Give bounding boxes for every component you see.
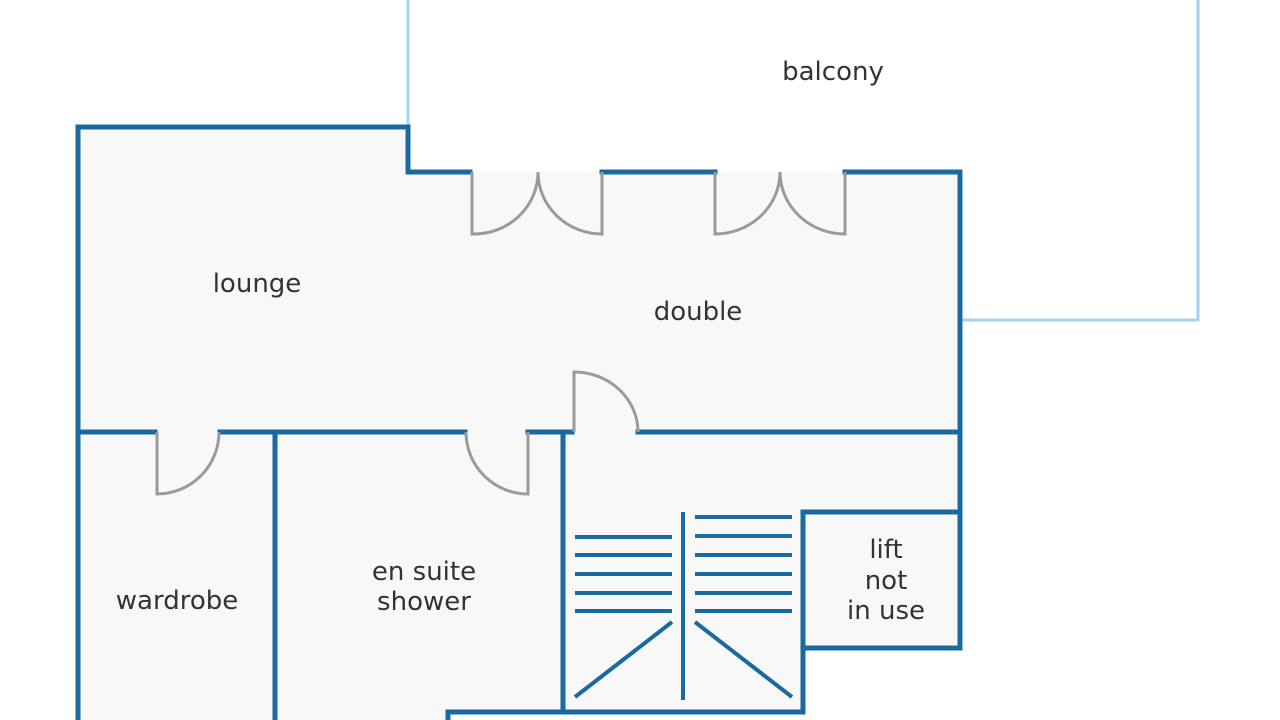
room-label-lounge: lounge <box>213 269 302 299</box>
staircase <box>573 512 794 700</box>
room-label-ensuite: en suite <box>372 557 476 587</box>
balcony-double-door-2[interactable] <box>713 171 847 236</box>
room-label-wardrobe: wardrobe <box>116 586 238 616</box>
floor-area <box>78 127 960 720</box>
room-label-lift: lift <box>869 535 902 565</box>
room-label-balcony: balcony <box>782 57 884 87</box>
wardrobe-door[interactable] <box>155 431 221 496</box>
room-label-shower: shower <box>377 587 471 617</box>
room-label-double: double <box>654 297 743 327</box>
outer-wall <box>75 124 473 720</box>
balcony-outline <box>406 0 1200 322</box>
double-room-door[interactable] <box>572 370 640 433</box>
lift-wall <box>800 509 963 651</box>
room-label-lift-in-use: in use <box>847 596 925 626</box>
ensuite-door[interactable] <box>464 431 530 496</box>
balcony-double-door-1[interactable] <box>470 171 604 236</box>
room-label-lift-not: not <box>865 566 908 596</box>
